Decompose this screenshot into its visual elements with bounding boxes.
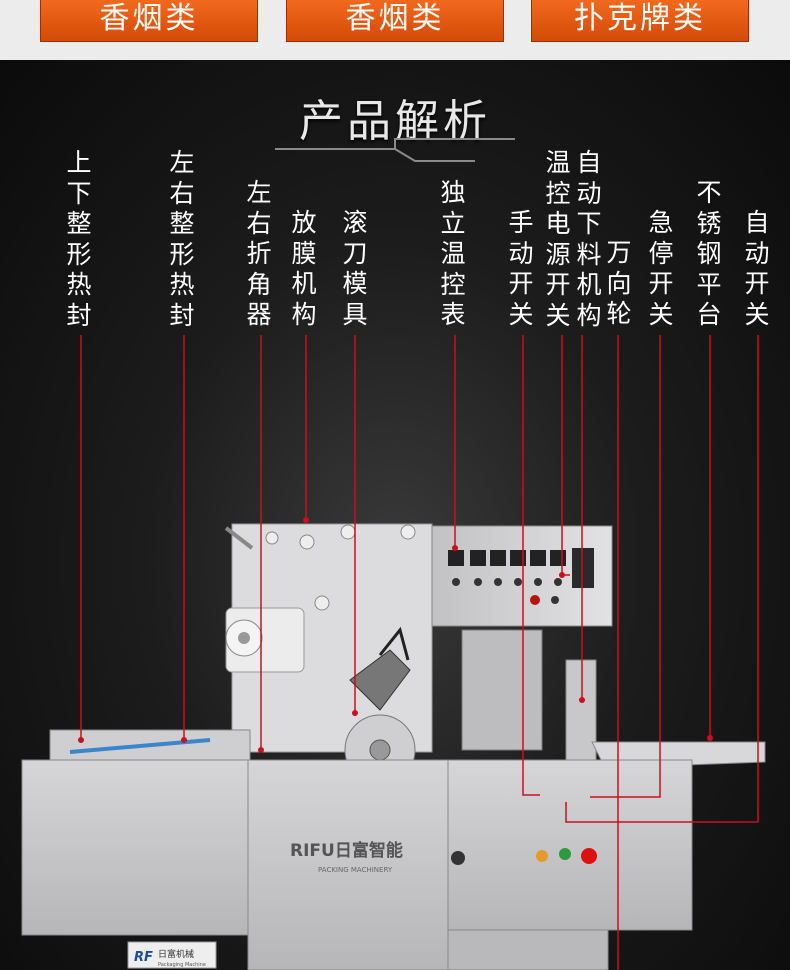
callout-emergency-stop: 急 停 开 关 <box>648 208 674 329</box>
keyhole-icon <box>451 851 465 865</box>
nameplate <box>127 941 217 969</box>
callout-temp-power-switch: 温 控 电 源 开 关 <box>545 148 571 330</box>
nameplate-text: 日富机械 <box>158 948 194 960</box>
callout-rolling-knife: 滚 刀 模 具 <box>342 208 368 329</box>
callout-universal-wheel: 万 向 轮 <box>606 238 632 328</box>
callout-manual-switch: 手 动 开 关 <box>508 208 534 329</box>
brand-subtitle: PACKING MACHINERY <box>318 866 393 874</box>
callout-corner-folder: 左 右 折 角 器 <box>246 178 272 329</box>
callout-temp-meter: 独 立 温 控 表 <box>440 178 466 329</box>
callout-auto-switch: 自 动 开 关 <box>744 208 770 329</box>
machine-illustration: RIFU日富智能 PACKING MACHINERY RF 日富机械 Packa… <box>21 523 766 970</box>
category-tab-cigarette-2[interactable]: 香烟类 <box>286 0 504 42</box>
brand-logo: RIFU日富智能 <box>290 840 403 861</box>
product-analysis-section: 产品解析 上 下 整 形 热 封 左 右 整 形 热 封 左 右 折 角 器 放… <box>0 60 790 970</box>
nameplate-sub: Packaging Machine <box>158 962 206 968</box>
callout-steel-platform: 不 锈 钢 平 台 <box>696 178 722 329</box>
emergency-stop-button <box>581 848 597 864</box>
auto-switch-button <box>559 848 571 860</box>
callout-auto-feeding: 自 动 下 料 机 构 <box>576 148 602 330</box>
top-category-band: 香烟类 香烟类 扑克牌类 <box>0 0 790 60</box>
callout-film-release: 放 膜 机 构 <box>291 208 317 329</box>
category-tab-poker[interactable]: 扑克牌类 <box>531 0 749 42</box>
callout-upper-lower-heat-seal: 上 下 整 形 热 封 <box>66 148 92 330</box>
callout-left-right-heat-seal: 左 右 整 形 热 封 <box>169 148 195 330</box>
title-underline-decoration <box>275 138 515 162</box>
category-tab-cigarette-1[interactable]: 香烟类 <box>40 0 258 42</box>
manual-switch-button <box>536 850 548 862</box>
nameplate-logo: RF <box>134 950 153 965</box>
